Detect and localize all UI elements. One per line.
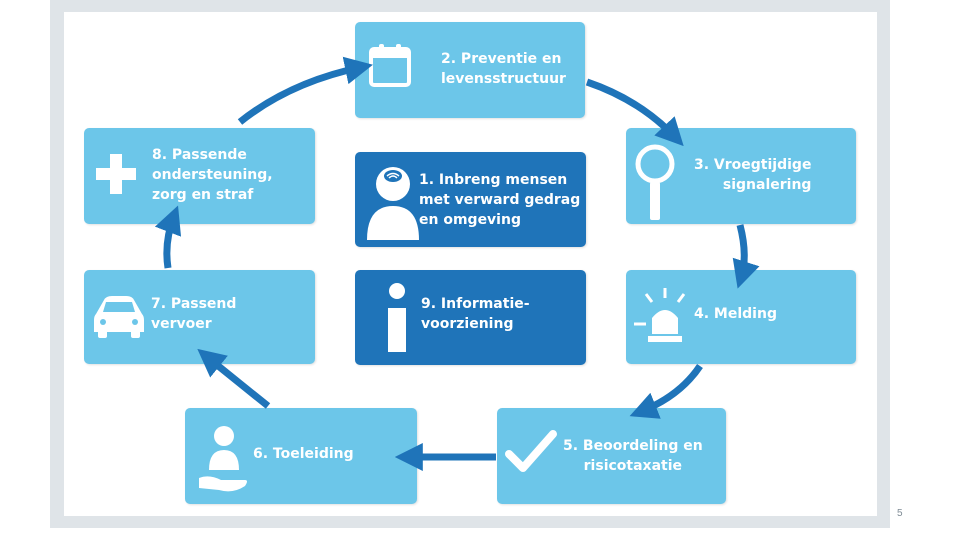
info-icon [388, 283, 406, 352]
hand-person-icon [199, 426, 247, 492]
box-passende-ondersteuning-label: 8. Passende ondersteuning, zorg en straf [152, 147, 273, 203]
arrow-2-to-3 [585, 78, 684, 147]
arrow-8-to-2 [237, 56, 373, 125]
box-melding-label: 4. Melding [694, 306, 777, 322]
plus-icon [96, 154, 136, 194]
person-brain-icon [367, 167, 419, 240]
magnifier-icon [635, 144, 675, 220]
arrow-6-to-7 [197, 348, 271, 409]
siren-icon [634, 288, 686, 342]
checkmark-icon [505, 430, 557, 472]
box-vroegtijdige-signalering-label: 3. Vroegtijdige signalering [694, 157, 812, 193]
box-inbreng-label: 1. Inbreng mensen met verward gedrag en … [419, 172, 581, 228]
box-passend-vervoer: 7. Passend vervoer [84, 270, 315, 364]
box-informatievoorziening: 9. Informatie- voorziening [355, 270, 586, 365]
box-toeleiding-label: 6. Toeleiding [253, 446, 354, 462]
box-informatievoorziening-label: 9. Informatie- voorziening [421, 296, 530, 332]
box-preventie-label: 2. Preventie en levensstructuur [441, 51, 566, 87]
box-beoordeling-label: 5. Beoordeling en risicotaxatie [563, 438, 703, 474]
arrow-7-to-8 [154, 205, 182, 269]
arrow-3-to-4 [732, 224, 760, 289]
box-vroegtijdige-signalering: 3. Vroegtijdige signalering [626, 128, 856, 224]
box-passende-ondersteuning: 8. Passende ondersteuning, zorg en straf [84, 128, 315, 224]
page-number: 5 [897, 508, 903, 519]
car-icon [94, 296, 144, 338]
box-beoordeling: 5. Beoordeling en risicotaxatie [497, 408, 726, 504]
arrow-4-to-5 [629, 364, 703, 419]
box-inbreng: 1. Inbreng mensen met verward gedrag en … [355, 152, 586, 247]
box-toeleiding: 6. Toeleiding [185, 408, 417, 504]
box-passend-vervoer-label: 7. Passend vervoer [151, 296, 237, 332]
box-preventie: 2. Preventie en levensstructuur [355, 22, 585, 118]
